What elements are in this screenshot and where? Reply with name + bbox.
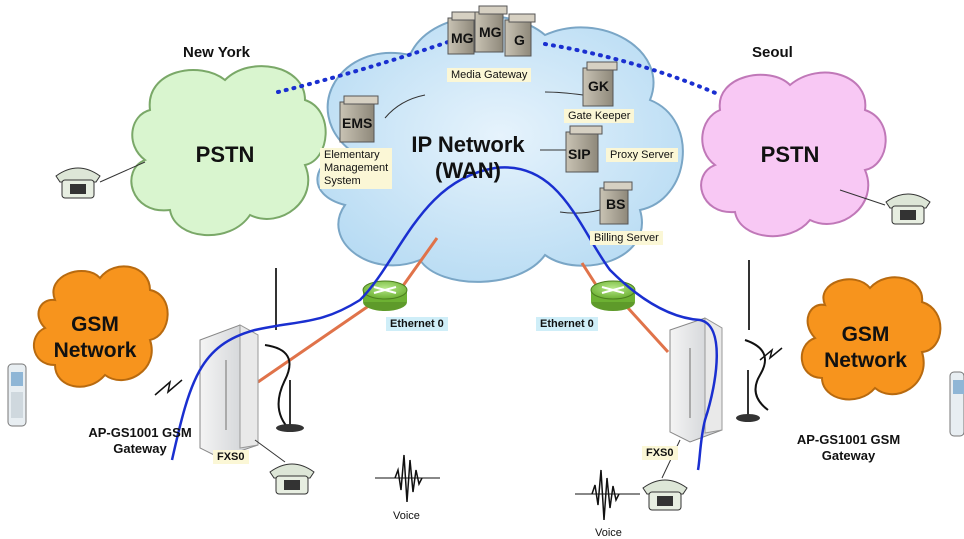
voice-waveform-icon-left xyxy=(375,454,440,503)
pstn-cloud-left xyxy=(130,65,327,236)
phone-line-ny xyxy=(99,161,146,183)
fxs-label-left: FXS0 xyxy=(213,450,249,464)
server-label-gk: GK xyxy=(588,78,609,94)
server-icon-ems xyxy=(339,95,379,143)
server-label-mg1: MG xyxy=(451,30,474,46)
antenna-icon-right xyxy=(736,260,769,422)
server-label-bs: BS xyxy=(606,196,626,212)
voice-waveform-icon-right xyxy=(575,469,640,521)
voice-label-right: Voice xyxy=(595,527,622,539)
server-label-mg2: MG xyxy=(479,24,502,40)
server-link-bs xyxy=(559,209,601,214)
dotted-link-right xyxy=(543,42,722,97)
phone-line-seoul xyxy=(839,189,886,206)
phone-line-fxs-left xyxy=(254,439,286,463)
server-icon-bs xyxy=(599,181,633,225)
voice-path xyxy=(170,166,718,471)
gate-keeper-label: Gate Keeper xyxy=(564,109,635,123)
router-icon-left xyxy=(362,280,408,311)
server-icon-mg1 xyxy=(447,11,479,55)
city-label-right: Seoul xyxy=(752,44,793,61)
telephone-icon-fxs-left xyxy=(269,463,315,495)
city-label-left: New York xyxy=(183,44,250,61)
mobile-phone-icon-left xyxy=(7,363,27,427)
mobile-phone-icon-right xyxy=(949,371,964,437)
server-icon-mg3 xyxy=(504,13,536,57)
billing-server-label: Billing Server xyxy=(590,231,663,245)
server-link-ems xyxy=(384,94,426,119)
ip-network-title: IP Network (WAN) xyxy=(411,132,525,183)
pstn-cloud-right xyxy=(700,71,887,238)
antenna-icon-left xyxy=(264,268,304,432)
ethernet-label-left: Ethernet 0 xyxy=(386,317,448,331)
gsm-title-left: GSM Network xyxy=(53,313,137,362)
ethernet-label-right: Ethernet 0 xyxy=(536,317,598,331)
fxs-label-right: FXS0 xyxy=(642,446,678,460)
gateway-label-right: AP-GS1001 GSM Gateway xyxy=(796,432,901,463)
ethernet-link-right xyxy=(580,262,670,354)
wireless-signal-left xyxy=(154,379,183,396)
telephone-icon-ny xyxy=(55,167,101,199)
telephone-icon-fxs-right xyxy=(642,479,688,511)
pstn-title-right: PSTN xyxy=(760,142,820,167)
gsm-cloud-right xyxy=(800,276,942,401)
pstn-title-left: PSTN xyxy=(195,142,255,167)
gsm-cloud-left xyxy=(32,265,169,388)
gsm-title-right: GSM Network xyxy=(824,323,907,372)
server-icon-sip xyxy=(565,125,603,173)
ems-description: Elementary Management System xyxy=(320,148,393,189)
telephone-icon-seoul xyxy=(885,193,931,225)
voice-label-left: Voice xyxy=(393,510,420,522)
router-icon-right xyxy=(590,280,636,311)
server-icon-mg2 xyxy=(474,5,508,53)
media-gateway-label: Media Gateway xyxy=(447,68,532,82)
wireless-signal-right xyxy=(759,347,783,361)
ethernet-link-left xyxy=(257,237,439,384)
server-icon-gk xyxy=(582,61,618,107)
gateway-label-left: AP-GS1001 GSM Gateway xyxy=(88,425,192,456)
proxy-server-label: Proxy Server xyxy=(606,148,678,162)
server-label-sip: SIP xyxy=(568,146,591,162)
dotted-link-left xyxy=(276,40,450,94)
server-label-ems: EMS xyxy=(342,115,373,131)
server-link-gk xyxy=(544,91,584,96)
server-label-mg3: G xyxy=(514,32,525,48)
